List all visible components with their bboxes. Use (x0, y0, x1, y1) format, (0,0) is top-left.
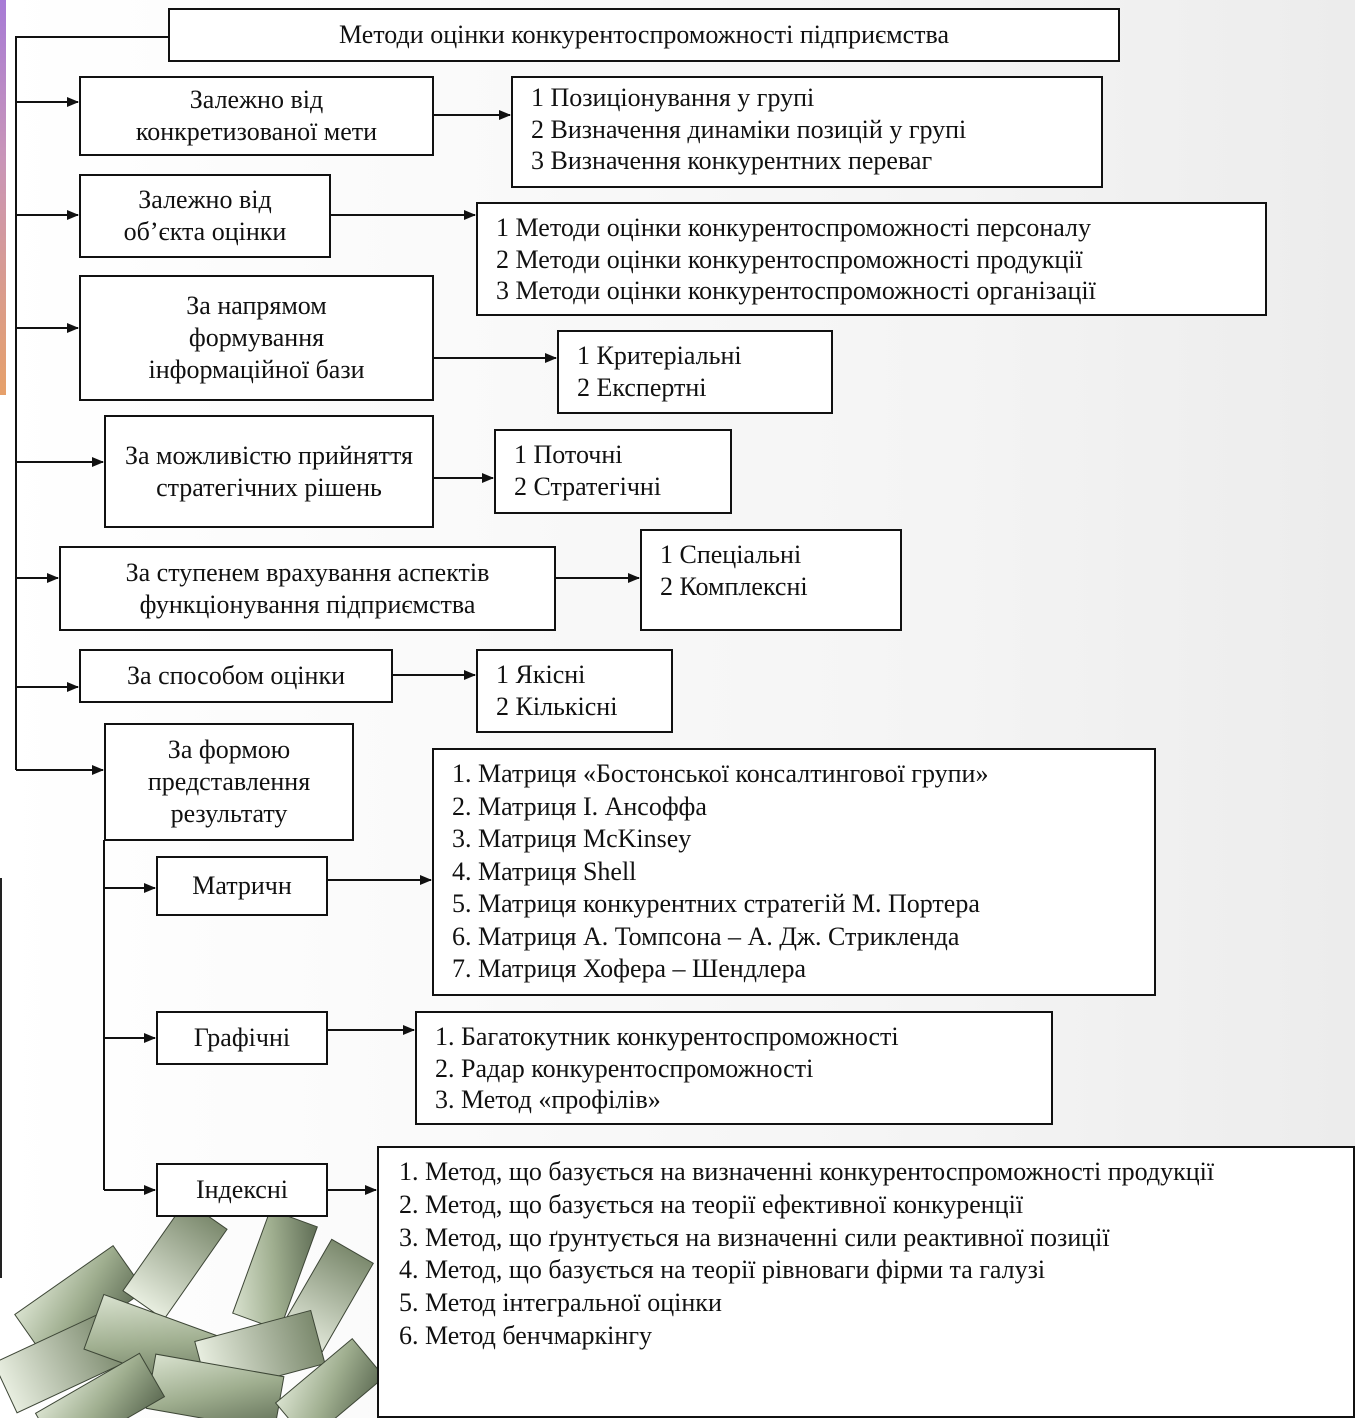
list-item: 6. Метод бенчмаркінгу (399, 1320, 652, 1350)
group-label-info-base: За напрямом формування інформаційної баз… (148, 291, 365, 384)
diagram-title: Методи оцінки конкурентоспроможності під… (338, 20, 950, 50)
list-item: 3. Метод «профілів» (435, 1085, 661, 1115)
list-item: 1 Позиціонування у групі (531, 83, 815, 112)
group-label-object: Залежно від об’єкта оцінки (123, 185, 287, 246)
group-box-info-base: За напрямом формування інформаційної баз… (79, 275, 434, 401)
list-item: 1 Якісні (496, 660, 586, 689)
list-item: 4. Матриця Shell (452, 856, 637, 886)
list-item: 5. Метод інтегральної оцінки (399, 1288, 722, 1317)
list-item: 2 Комплексні (660, 571, 808, 601)
list-item: 7. Матриця Хофера – Шендлера (452, 954, 806, 983)
group-box-strategic: За можливістю прийняття стратегічних ріш… (104, 415, 434, 528)
group-box-method: За способом оцінки (79, 649, 393, 703)
list-box-index: 1. Метод, що базується на визначенні кон… (377, 1146, 1355, 1418)
list-item: 1. Багатокутник конкурентоспроможності (435, 1022, 899, 1051)
list-item: 2 Експертні (577, 372, 707, 402)
list-item: 1 Поточні (514, 440, 623, 469)
list-item: 1. Матриця «Бостонської консалтингової г… (452, 759, 989, 788)
decorative-accent-strip (0, 0, 6, 395)
subgroup-box-matrix: Матричн (156, 856, 328, 916)
list-item: 1 Критеріальні (577, 341, 742, 370)
group-label-aspects: За ступенем врахування аспектів функціон… (125, 557, 490, 619)
list-item: 2 Кількісні (496, 691, 618, 721)
subgroup-box-graphic: Графічні (156, 1011, 328, 1065)
subgroup-box-index: Індексні (156, 1163, 328, 1217)
list-item: 4. Метод, що базується на теорії рівнова… (399, 1255, 1046, 1285)
group-box-object: Залежно від об’єкта оцінки (79, 174, 331, 258)
list-box-graphic: 1. Багатокутник конкурентоспроможності 2… (415, 1011, 1053, 1125)
group-box-aspects: За ступенем врахування аспектів функціон… (59, 546, 556, 631)
group-label-method: За способом оцінки (127, 661, 345, 691)
list-item: 2 Визначення динаміки позицій у групі (531, 114, 967, 144)
group-box-goal: Залежно від конкретизованої мети (79, 76, 434, 156)
decorative-left-line (0, 878, 2, 1278)
group-label-goal: Залежно від конкретизованої мети (135, 85, 378, 146)
list-item: 3 Методи оцінки конкурентоспроможності о… (496, 276, 1096, 306)
group-label-strategic: За можливістю прийняття стратегічних ріш… (124, 440, 413, 502)
list-item: 2 Методи оцінки конкурентоспроможності п… (496, 244, 1083, 274)
list-item: 1 Спеціальні (660, 540, 802, 569)
subgroup-label-matrix: Матричн (192, 871, 292, 901)
list-box-goal: 1 Позиціонування у групі 2 Визначення ди… (511, 76, 1103, 188)
list-box-matrix: 1. Матриця «Бостонської консалтингової г… (432, 748, 1156, 996)
list-box-method: 1 Якісні 2 Кількісні (476, 649, 673, 733)
list-item: 3. Метод, що ґрунтується на визначенні с… (399, 1222, 1110, 1252)
list-item: 1. Метод, що базується на визначенні кон… (399, 1157, 1215, 1186)
money-banknotes-image (0, 1215, 385, 1418)
list-box-info-base: 1 Критеріальні 2 Експертні (557, 330, 833, 414)
list-item: 2 Стратегічні (514, 471, 662, 501)
list-item: 6. Матриця А. Томпсона – А. Дж. Стриклен… (452, 921, 960, 951)
subgroup-label-index: Індексні (195, 1175, 288, 1205)
list-box-strategic: 1 Поточні 2 Стратегічні (494, 429, 732, 514)
group-box-result-form: За формою представлення результату (104, 723, 354, 841)
list-item: 2. Матриця І. Ансоффа (452, 791, 707, 821)
list-item: 3. Матриця McKinsey (452, 824, 692, 853)
list-box-object: 1 Методи оцінки конкурентоспроможності п… (476, 202, 1267, 316)
list-item: 3 Визначення конкурентних переваг (531, 146, 933, 176)
group-label-result-form: За формою представлення результату (147, 735, 311, 828)
list-item: 5. Матриця конкурентних стратегій М. Пор… (452, 889, 980, 918)
subgroup-label-graphic: Графічні (193, 1023, 291, 1053)
list-item: 2. Радар конкурентоспроможності (435, 1053, 814, 1083)
list-box-aspects: 1 Спеціальні 2 Комплексні (640, 529, 902, 631)
list-item: 2. Метод, що базується на теорії ефектив… (399, 1189, 1024, 1219)
list-item: 1 Методи оцінки конкурентоспроможності п… (496, 213, 1092, 242)
diagram-title-box: Методи оцінки конкурентоспроможності під… (168, 8, 1120, 62)
